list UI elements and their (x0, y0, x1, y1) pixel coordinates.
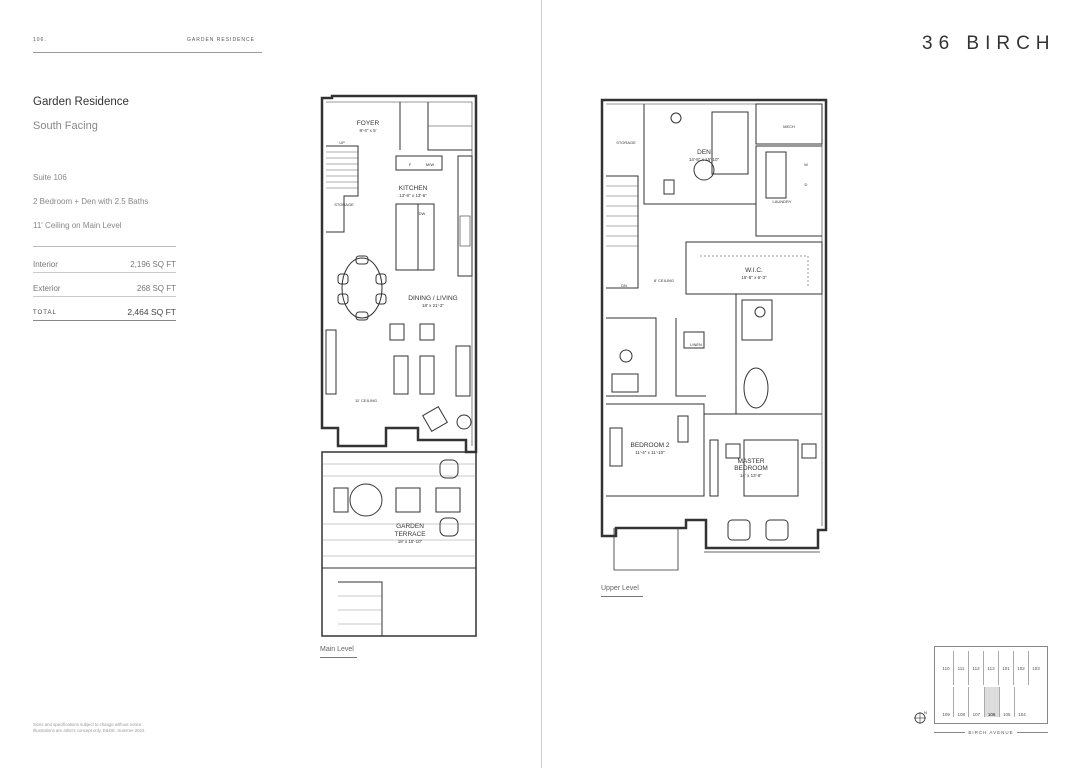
key-plan-unit: 103 (1032, 665, 1040, 671)
den-dimension: 14'-8" x 15'-10" (689, 157, 720, 162)
key-plan-unit: 107 (969, 687, 985, 717)
main-level-floor-plan: FOYER 8'-4" x 5' KITCHEN 13'-8" x 13'-6"… (320, 94, 478, 637)
key-plan-unit: 104 (1018, 712, 1026, 717)
key-plan: 110 111 112 113 101 102 103 109 108 107 … (934, 646, 1048, 724)
key-plan-unit: 111 (954, 651, 969, 685)
laundry-label: LAUNDRY (772, 199, 791, 204)
spec-rule-bottom (33, 320, 176, 321)
unit-title: Garden Residence (33, 96, 129, 108)
unit-orientation: South Facing (33, 120, 98, 132)
caption-underline (320, 657, 357, 658)
master-label-1: MASTER (737, 458, 764, 465)
fridge-label: F (409, 162, 412, 167)
street-label: BIRCH AVENUE (934, 730, 1048, 735)
kitchen-label: KITCHEN (399, 185, 428, 192)
wic-label: W.I.C. (745, 267, 763, 274)
interior-value: 2,196 SQ FT (130, 260, 176, 269)
dining-living-label: DINING / LIVING (408, 295, 457, 302)
street-name: BIRCH AVENUE (965, 730, 1017, 735)
key-plan-unit: 109 (939, 687, 955, 717)
brand-logo: 36 BIRCH (922, 33, 1056, 54)
total-value: 2,464 SQ FT (127, 307, 176, 317)
key-plan-unit: 101 (999, 651, 1014, 685)
up-label: UP (339, 140, 345, 145)
key-plan-unit-highlighted: 106 (984, 687, 1000, 717)
den-label: DEN (697, 149, 711, 156)
terrace-label-2: TERRACE (394, 531, 426, 538)
linen-label: LINEN (690, 342, 702, 347)
terrace-label-1: GARDEN (396, 523, 424, 530)
bedroom2-label: BEDROOM 2 (630, 442, 669, 449)
terrace-dimension: 18' x 15'-10" (398, 539, 423, 544)
north-label: N (924, 710, 927, 715)
key-plan-unit: 105 (1000, 687, 1015, 717)
interior-label: Interior (33, 260, 58, 269)
spec-rule (33, 272, 176, 273)
key-plan-top-row: 110 111 112 113 101 102 103 (939, 651, 1043, 685)
bedroom2-dimension: 11'-4" x 11'-10" (635, 450, 665, 455)
page-number: 106. (33, 37, 47, 43)
key-plan-unit: 102 (1014, 651, 1029, 685)
north-arrow-icon: N (914, 710, 927, 724)
unit-layout: 2 Bedroom + Den with 2.5 Baths (33, 197, 149, 206)
down-label: DN (621, 283, 627, 288)
key-plan-unit: 110 (939, 651, 954, 685)
key-plan-unit: 112 (969, 651, 984, 685)
disclaimer: Sizes and specifications subject to chan… (33, 722, 146, 733)
main-level-caption: Main Level (320, 646, 354, 653)
key-plan-bottom-row: 109 108 107 106 105 104 (939, 687, 1029, 717)
dishwasher-label: DW (419, 211, 426, 216)
foyer-dimension: 8'-4" x 5' (359, 128, 376, 133)
total-label: TOTAL (33, 310, 57, 316)
upper-storage-label: STORAGE (616, 140, 636, 145)
section-title: GARDEN RESIDENCE (187, 37, 255, 43)
ceiling-height: 11' Ceiling on Main Level (33, 221, 122, 230)
suite-number: Suite 106 (33, 173, 67, 182)
caption-underline (601, 596, 643, 597)
upper-level-floor-plan: STORAGE DEN 14'-8" x 15'-10" MECH LAUNDR… (600, 98, 828, 571)
key-plan-unit: 108 (954, 687, 970, 717)
dining-living-dimension: 18' x 21'-2" (422, 303, 444, 308)
upper-level-caption: Upper Level (601, 585, 639, 592)
upper-ceiling-note: 8' CEILING (654, 278, 674, 283)
header-rule (33, 52, 262, 53)
microwave-label: M/W (426, 162, 434, 167)
mech-label: MECH (783, 124, 795, 129)
main-storage-label: STORAGE (334, 202, 354, 207)
washer-label: W (804, 162, 808, 167)
foyer-label: FOYER (357, 120, 380, 127)
spec-rule-top (33, 246, 176, 247)
spec-rule (33, 296, 176, 297)
master-label-2: BEDROOM (734, 465, 768, 472)
wic-dimension: 15'-8" x 6'-3" (741, 275, 767, 280)
exterior-value: 268 SQ FT (136, 284, 176, 293)
exterior-label: Exterior (33, 284, 61, 293)
key-plan-unit: 113 (984, 651, 999, 685)
main-ceiling-note: 11' CEILING (355, 398, 377, 403)
page-spine (541, 0, 542, 768)
dryer-label: D (805, 182, 808, 187)
kitchen-dimension: 13'-8" x 13'-6" (399, 193, 427, 198)
master-dimension: 14' x 13'-8" (740, 473, 762, 478)
